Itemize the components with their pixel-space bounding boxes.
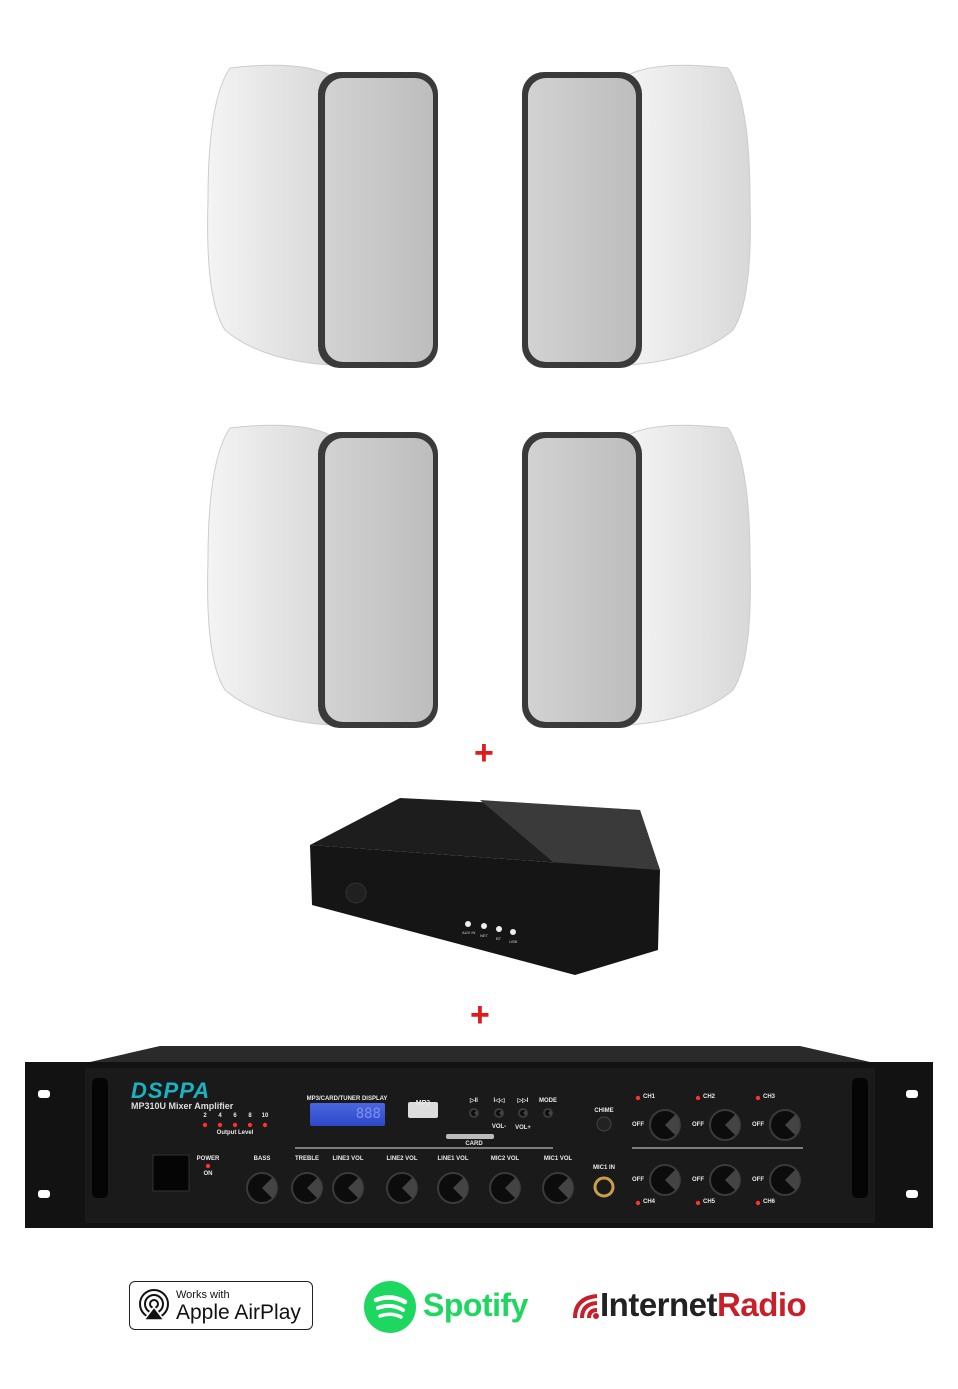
internet-radio-wordmark: InternetRadio — [600, 1286, 807, 1324]
zone-label: CH5 — [702, 1199, 716, 1205]
mode-button[interactable]: MODE — [539, 1098, 557, 1104]
radio-text: Radio — [717, 1286, 807, 1323]
amplifier-brand-logo: DSPPA — [131, 1078, 211, 1103]
zone-knob-ch6-highlight — [785, 1169, 800, 1191]
internet-radio-icon — [573, 1294, 599, 1319]
knob-bass-highlight — [262, 1177, 277, 1199]
zone-off-label: OFF — [632, 1177, 644, 1183]
zone-label: CH6 — [762, 1199, 776, 1205]
zone-label: CH4 — [642, 1199, 656, 1205]
knob-treble-highlight — [307, 1177, 322, 1199]
vol-minus-label: VOL- — [491, 1124, 507, 1130]
airplay-icon — [139, 1289, 169, 1321]
knob-line2-vol-highlight — [402, 1177, 417, 1199]
zone-knob-ch4-highlight — [665, 1169, 680, 1191]
card-slot-label: CARD — [465, 1141, 483, 1147]
zone-knob-ch5-highlight — [725, 1169, 740, 1191]
output-level-led — [202, 1122, 208, 1128]
next-button[interactable]: ▷▷I — [517, 1098, 529, 1104]
knob-label: MIC2 VOL — [490, 1156, 520, 1162]
indicator-aux-in: AUX IN — [462, 930, 476, 935]
zone-led — [635, 1200, 641, 1206]
power-label: POWER — [196, 1156, 220, 1162]
output-level-8: 8 — [248, 1113, 252, 1119]
indicator-bt: BT — [496, 936, 502, 941]
transport-knob-3-highlight — [548, 1110, 552, 1116]
zone-led — [755, 1095, 761, 1101]
transport-knob-0-highlight — [474, 1110, 478, 1116]
power-on-label: ON — [203, 1171, 213, 1177]
zone-label: CH2 — [702, 1094, 716, 1100]
zone-off-label: OFF — [692, 1177, 704, 1183]
zone-led — [695, 1200, 701, 1206]
output-level-led — [232, 1122, 238, 1128]
knob-mic1-vol-highlight — [558, 1177, 573, 1199]
knob-label: LINE2 VOL — [386, 1156, 418, 1162]
zone-off-label: OFF — [692, 1122, 704, 1128]
knob-mic2-vol-highlight — [505, 1177, 520, 1199]
output-level-10: 10 — [261, 1113, 269, 1119]
speaker-bottom-left — [207, 424, 438, 728]
zone-led — [755, 1200, 761, 1206]
zone-label: CH1 — [642, 1094, 656, 1100]
transport-knob-1-highlight — [499, 1110, 503, 1116]
zone-off-label: OFF — [752, 1177, 764, 1183]
output-level-label: Output Level — [216, 1130, 254, 1136]
indicator-net: NET — [480, 933, 488, 938]
amplifier-model: MP310U Mixer Amplifier — [131, 1101, 234, 1111]
knob-label: LINE3 VOL — [332, 1156, 364, 1162]
transport-knob-2-highlight — [523, 1110, 527, 1116]
lcd-display: 888 — [310, 1103, 385, 1126]
amplifier-illustration — [25, 1046, 933, 1228]
previous-button[interactable]: I◁◁ — [493, 1098, 505, 1104]
output-level-6: 6 — [233, 1113, 237, 1119]
knob-label: LINE1 VOL — [437, 1156, 469, 1162]
zone-knob-ch1-highlight — [665, 1114, 680, 1136]
speaker-bottom-right — [522, 424, 751, 728]
zone-off-label: OFF — [752, 1122, 764, 1128]
output-level-led — [262, 1122, 268, 1128]
output-level-2: 2 — [203, 1113, 207, 1119]
output-level-4: 4 — [218, 1113, 222, 1119]
vol-plus-label: VOL+ — [515, 1125, 531, 1131]
airplay-badge: Works with Apple AirPlay — [129, 1281, 313, 1330]
usb-port-label: MP3 — [415, 1100, 431, 1107]
chime-label: CHIME — [594, 1108, 614, 1114]
knob-line3-vol-highlight — [348, 1177, 363, 1199]
zone-knob-ch3-highlight — [785, 1114, 800, 1136]
zone-led — [695, 1095, 701, 1101]
knob-line1-vol-highlight — [453, 1177, 468, 1199]
mic-in-label: MIC1 IN — [592, 1165, 616, 1171]
speakers-illustration — [207, 64, 751, 728]
output-level-led — [217, 1122, 223, 1128]
indicator-usb: USB — [509, 939, 518, 944]
display-label: MP3/CARD/TUNER DISPLAY — [306, 1096, 388, 1102]
output-level-led — [247, 1122, 253, 1128]
speaker-top-left — [207, 64, 438, 368]
plus-sign: + — [470, 996, 490, 1034]
knob-label: MIC1 VOL — [543, 1156, 573, 1162]
spotify-wordmark: Spotify — [423, 1287, 528, 1323]
plus-sign: + — [474, 734, 494, 772]
knob-label: BASS — [253, 1156, 271, 1162]
internet-text: Internet — [600, 1286, 718, 1323]
speaker-top-right — [522, 64, 751, 368]
power-led — [205, 1163, 211, 1169]
airplay-big-text: Apple AirPlay — [176, 1301, 301, 1324]
play-pause-button[interactable]: ▷II — [470, 1098, 478, 1104]
zone-label: CH3 — [762, 1094, 776, 1100]
knob-label: TREBLE — [295, 1156, 319, 1162]
spotify-icon — [364, 1281, 416, 1333]
airplay-small-text: Works with — [176, 1289, 230, 1301]
zone-led — [635, 1095, 641, 1101]
zone-off-label: OFF — [632, 1122, 644, 1128]
zone-knob-ch2-highlight — [725, 1114, 740, 1136]
streamer-illustration — [310, 798, 660, 975]
